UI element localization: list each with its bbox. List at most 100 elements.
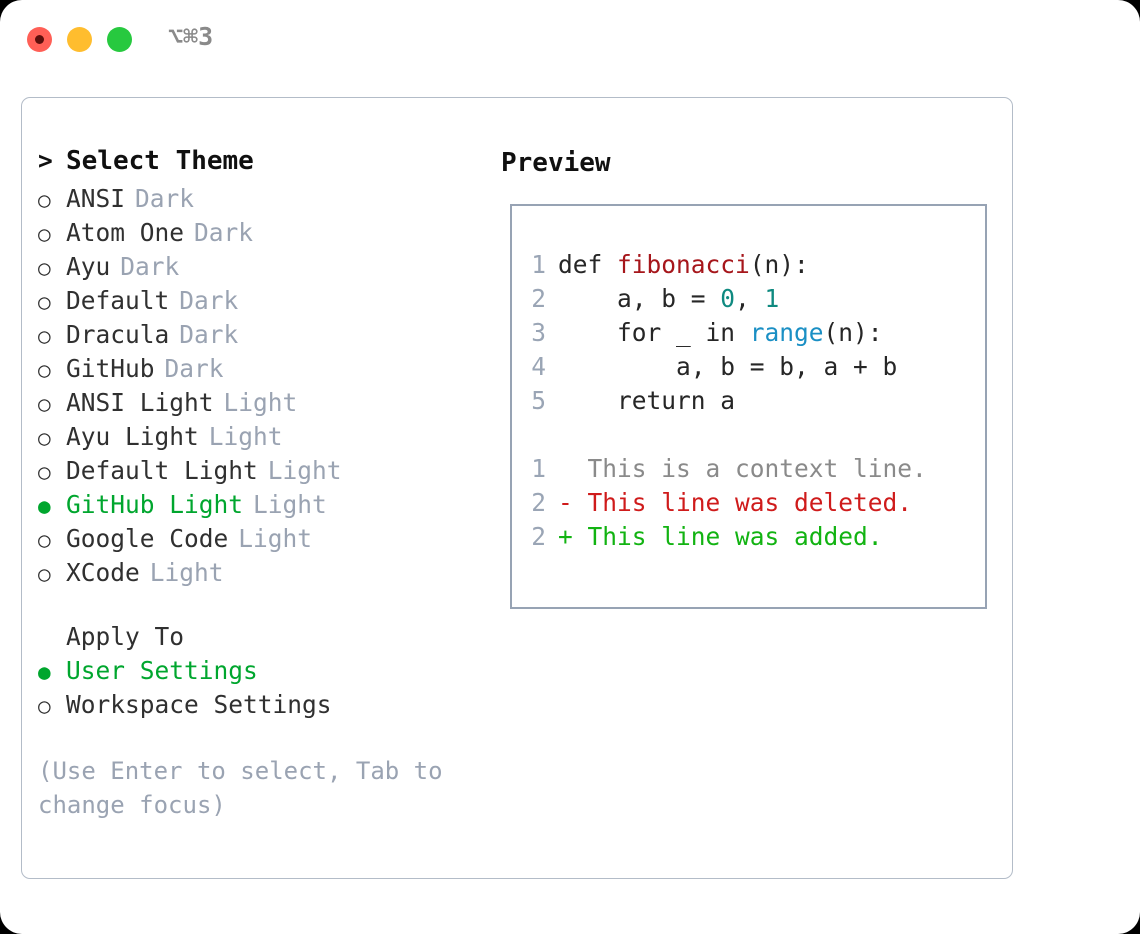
code-token: fibonacci xyxy=(617,250,750,279)
diff-text: This is a context line. xyxy=(587,454,927,483)
theme-name: Default xyxy=(66,286,170,315)
code-token: 0 xyxy=(720,284,736,313)
code-token: def xyxy=(558,250,618,279)
theme-variant-tag: Light xyxy=(253,490,327,519)
blank-bullet: ○ xyxy=(38,626,66,650)
section-spacer xyxy=(38,592,478,622)
radio-unselected-icon[interactable]: ○ xyxy=(38,188,51,212)
theme-name: Ayu xyxy=(66,252,111,281)
radio-selected-icon[interactable]: ● xyxy=(38,660,51,684)
apply-to-item[interactable]: ●User Settings xyxy=(38,656,478,690)
diff-line: 1 This is a context line. xyxy=(522,454,979,488)
theme-list-item[interactable]: ○ Default Light Light xyxy=(38,456,478,490)
theme-variant-tag: Light xyxy=(223,388,298,417)
keyboard-hint-text: (Use Enter to select, Tab to change focu… xyxy=(38,757,443,819)
select-theme-header: > Select Theme xyxy=(38,146,478,184)
line-number: 1 xyxy=(531,454,546,483)
line-number: 2 xyxy=(531,284,546,313)
theme-list-item[interactable]: ○ Google Code Light xyxy=(38,524,478,558)
radio-selected-icon[interactable]: ● xyxy=(38,494,51,518)
radio-unselected-icon[interactable]: ○ xyxy=(38,694,51,718)
maximize-button[interactable] xyxy=(107,27,132,52)
line-number: 2 xyxy=(531,522,546,551)
radio-unselected-icon[interactable]: ○ xyxy=(38,460,51,484)
theme-name: Google Code xyxy=(66,524,229,553)
diff-line: 2- This line was deleted. xyxy=(522,488,979,522)
theme-list-item[interactable]: ○ Ayu Dark xyxy=(38,252,478,286)
code-token: (n): xyxy=(823,318,883,347)
theme-variant-tag: Dark xyxy=(135,184,195,213)
line-number: 2 xyxy=(531,488,546,517)
code-token: range xyxy=(749,318,824,347)
line-number: 1 xyxy=(531,250,546,279)
code-line: 5 return a xyxy=(522,386,979,420)
radio-unselected-icon[interactable]: ○ xyxy=(38,290,51,314)
theme-variant-tag: Light xyxy=(267,456,342,485)
theme-list-item[interactable]: ○ Ayu Light Light xyxy=(38,422,478,456)
code-line: 3 for _ in range(n): xyxy=(522,318,979,352)
radio-unselected-icon[interactable]: ○ xyxy=(38,392,51,416)
theme-name: GitHub xyxy=(66,354,155,383)
code-line: 1 def fibonacci(n): xyxy=(522,250,979,284)
line-number: 5 xyxy=(531,386,546,415)
radio-unselected-icon[interactable]: ○ xyxy=(38,324,51,348)
line-number: 3 xyxy=(531,318,546,347)
theme-variant-tag: Light xyxy=(208,422,283,451)
theme-list-item[interactable]: ● GitHub Light Light xyxy=(38,490,478,524)
theme-name: Default Light xyxy=(66,456,258,485)
code-token: for _ in xyxy=(558,318,750,347)
code-token: , xyxy=(735,284,765,313)
diff-text: This line was added. xyxy=(587,522,883,551)
radio-unselected-icon[interactable]: ○ xyxy=(38,358,51,382)
theme-list-item[interactable]: ○ GitHub Dark xyxy=(38,354,478,388)
radio-unselected-icon[interactable]: ○ xyxy=(38,562,51,586)
radio-unselected-icon[interactable]: ○ xyxy=(38,222,51,246)
code-token: a, b = b, a + b xyxy=(558,352,898,381)
theme-variant-tag: Dark xyxy=(164,354,224,383)
diff-marker: + xyxy=(558,522,588,551)
radio-unselected-icon[interactable]: ○ xyxy=(38,528,51,552)
title-bar: ⌥⌘3 xyxy=(0,0,1140,78)
radio-unselected-icon[interactable]: ○ xyxy=(38,256,51,280)
diff-marker: - xyxy=(558,488,588,517)
theme-variant-tag: Dark xyxy=(120,252,180,281)
close-button[interactable] xyxy=(27,27,52,52)
apply-to-list: ●User Settings ○ Workspace Settings xyxy=(38,656,478,724)
apply-to-title: Apply To xyxy=(66,622,185,651)
apply-to-label: Workspace Settings xyxy=(66,690,332,719)
diff-text: This line was deleted. xyxy=(587,488,913,517)
theme-name: Ayu Light xyxy=(66,422,199,451)
caret-icon: > xyxy=(38,146,53,175)
theme-name: Dracula xyxy=(66,320,170,349)
code-line: 2 a, b = 0, 1 xyxy=(522,284,979,318)
select-theme-title: Select Theme xyxy=(66,146,254,176)
code-gap xyxy=(522,420,979,454)
preview-title: Preview xyxy=(501,148,611,178)
code-token: 1 xyxy=(764,284,780,313)
code-token: (n): xyxy=(749,250,809,279)
apply-to-item[interactable]: ○ Workspace Settings xyxy=(38,690,478,724)
theme-variant-tag: Dark xyxy=(179,286,239,315)
hint-spacer xyxy=(38,724,478,754)
minimize-button[interactable] xyxy=(67,27,92,52)
theme-list-item[interactable]: ○ Default Dark xyxy=(38,286,478,320)
code-token: a, b = xyxy=(558,284,721,313)
theme-name: GitHub Light xyxy=(66,490,244,519)
theme-variant-tag: Light xyxy=(238,524,313,553)
keyboard-shortcut-label: ⌥⌘3 xyxy=(168,22,214,51)
diff-line: 2 + This line was added. xyxy=(522,522,979,556)
code-line: 4 a, b = b, a + b xyxy=(522,352,979,386)
radio-unselected-icon[interactable]: ○ xyxy=(38,426,51,450)
theme-name: XCode xyxy=(66,558,140,587)
theme-name: Atom One xyxy=(66,218,185,247)
